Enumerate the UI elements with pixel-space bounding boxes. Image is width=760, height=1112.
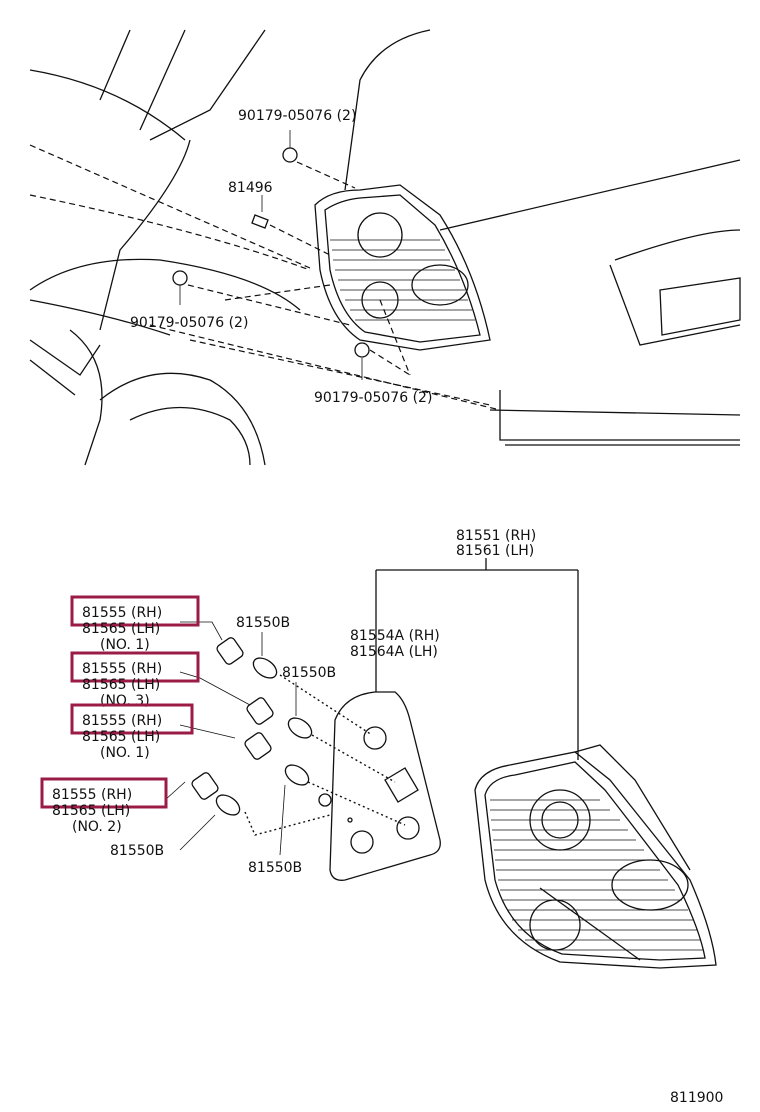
- label-socket2-rh: 81555 (RH): [82, 661, 162, 677]
- label-bulb-b: 81550B: [282, 665, 336, 681]
- label-plate-lh: 81564A (LH): [350, 644, 438, 660]
- label-bulb-a: 81550B: [236, 615, 290, 631]
- label-bulb-d: 81550B: [248, 860, 302, 876]
- label-plate-rh: 81554A (RH): [350, 628, 440, 644]
- vehicle-rear-view: [29, 29, 741, 466]
- figure-number: 811900: [670, 1090, 723, 1106]
- label-assy-rh: 81551 (RH): [456, 528, 536, 544]
- bulb-icon: [215, 657, 313, 816]
- label-socket4-no: (NO. 2): [72, 819, 122, 835]
- screw-icon: [251, 214, 269, 229]
- label-clip-bottom: 90179-05076 (2): [314, 390, 432, 406]
- label-socket1-rh: 81555 (RH): [82, 605, 162, 621]
- label-assy-lh: 81561 (LH): [456, 543, 534, 559]
- label-screw: 81496: [228, 180, 273, 196]
- clip-icon: [172, 270, 188, 286]
- clip-icon: [354, 342, 370, 358]
- highlight-box-socket-1: [70, 595, 200, 627]
- label-socket3-rh: 81555 (RH): [82, 713, 162, 729]
- socket-plate: [318, 691, 441, 881]
- label-socket2-lh: 81565 (LH): [82, 677, 160, 693]
- clip-icon: [282, 147, 298, 163]
- tail-lamp-assembly: [474, 744, 717, 969]
- highlight-box-socket-3: [70, 703, 194, 735]
- assembly-bracket-line: [375, 558, 579, 760]
- label-socket4-lh: 81565 (LH): [52, 803, 130, 819]
- label-socket1-lh: 81565 (LH): [82, 621, 160, 637]
- socket-icon: [191, 637, 274, 800]
- highlight-box-socket-4: [40, 777, 168, 809]
- label-socket4-rh: 81555 (RH): [52, 787, 132, 803]
- label-bulb-c: 81550B: [110, 843, 164, 859]
- label-socket2-no: (NO. 3): [100, 693, 150, 709]
- highlight-box-socket-2: [70, 651, 200, 683]
- label-socket1-no: (NO. 1): [100, 637, 150, 653]
- label-clip-left: 90179-05076 (2): [130, 315, 248, 331]
- label-clip-top: 90179-05076 (2): [238, 108, 356, 124]
- label-socket3-no: (NO. 1): [100, 745, 150, 761]
- label-socket3-lh: 81565 (LH): [82, 729, 160, 745]
